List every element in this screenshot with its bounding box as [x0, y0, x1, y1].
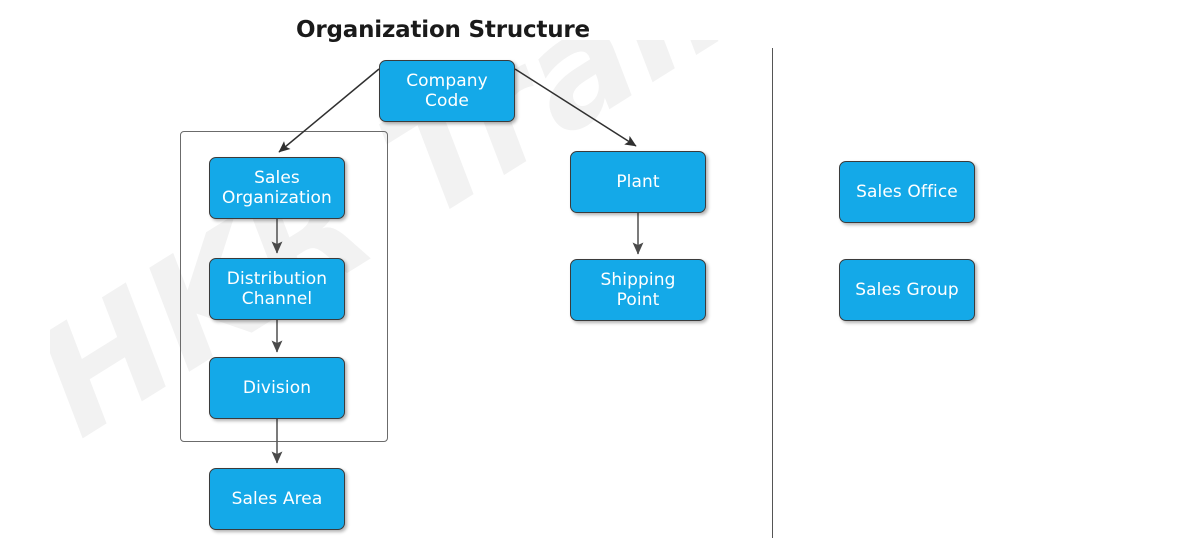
- page-title: Organization Structure: [296, 17, 590, 43]
- section-divider: [772, 48, 773, 538]
- node-company-code[interactable]: Company Code: [379, 60, 515, 122]
- node-distribution-channel[interactable]: Distribution Channel: [209, 258, 345, 320]
- node-division[interactable]: Division: [209, 357, 345, 419]
- node-shipping-point[interactable]: Shipping Point: [570, 259, 706, 321]
- edge-company-code-to-plant: [514, 68, 637, 147]
- node-sales-office[interactable]: Sales Office: [839, 161, 975, 223]
- node-sales-group[interactable]: Sales Group: [839, 259, 975, 321]
- node-sales-area[interactable]: Sales Area: [209, 468, 345, 530]
- node-plant[interactable]: Plant: [570, 151, 706, 213]
- node-sales-organization[interactable]: Sales Organization: [209, 157, 345, 219]
